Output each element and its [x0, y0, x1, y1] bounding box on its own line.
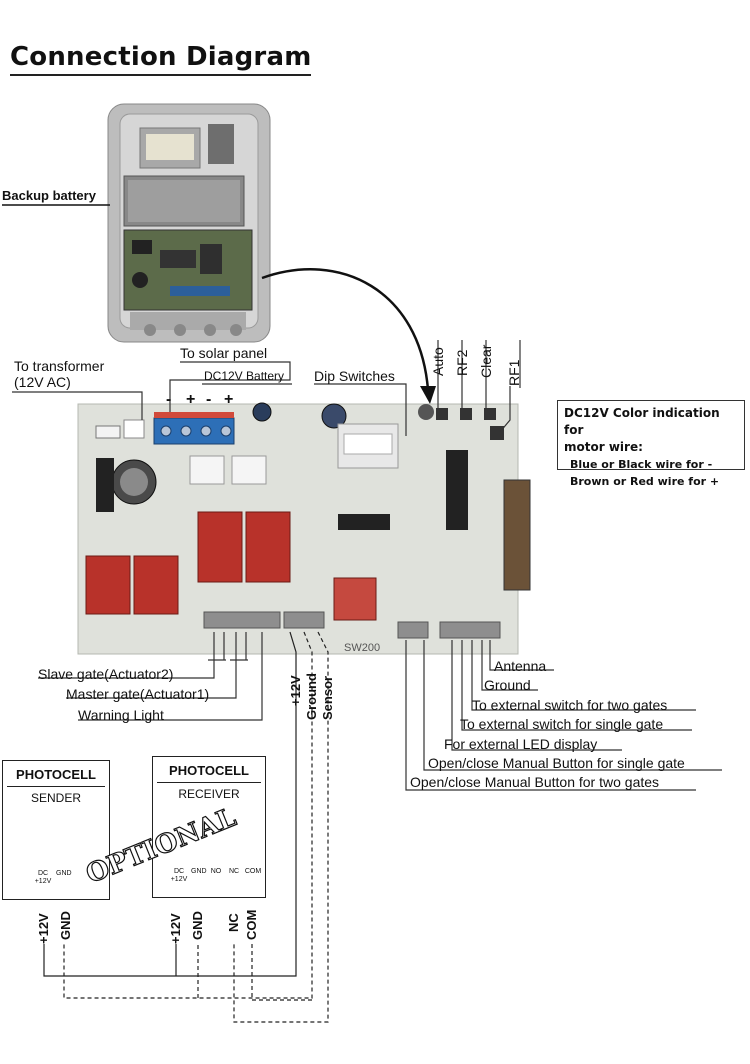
manual-button-two-label: Open/close Manual Button for two gates — [410, 774, 660, 790]
enclosure-photo — [107, 103, 271, 343]
manual-button-single-label: Open/close Manual Button for single gate — [428, 755, 685, 771]
solar-minus-sign: - — [166, 391, 172, 408]
sender-subtitle: SENDER — [7, 786, 105, 805]
transformer-ac-label: (12V AC) — [14, 374, 71, 390]
ext-switch-two-gates-label: To external switch for two gates — [472, 697, 668, 713]
receiver-plus12v-wire-label: +12V — [168, 913, 183, 944]
plus12v-label: +12V — [288, 675, 303, 706]
antenna-label: Antenna — [494, 658, 547, 674]
receiver-gnd-wire-label: GND — [190, 911, 205, 940]
receiver-nc-wire-label: NC — [226, 913, 241, 932]
motor-wire-color-box: DC12V Color indication for motor wire: B… — [557, 400, 745, 488]
ground-terminal-label: Ground — [484, 677, 531, 693]
info-title-line1: DC12V Color indication for — [564, 406, 720, 437]
rf1-label: RF1 — [506, 359, 522, 386]
battery-plus-sign: + — [224, 391, 234, 408]
dip-switches-label: Dip Switches — [314, 368, 395, 384]
info-line-minus: Blue or Black wire for - — [570, 458, 713, 471]
warning-light-label: Warning Light — [78, 707, 164, 723]
sender-gnd-wire-label: GND — [58, 911, 73, 940]
receiver-com-wire-label: COM — [244, 909, 259, 940]
ground-label: Ground — [304, 673, 319, 720]
ext-led-display-label: For external LED display — [444, 736, 598, 752]
rf2-label: RF2 — [454, 349, 470, 376]
pcb-board — [77, 402, 531, 655]
to-transformer-label: To transformer — [14, 358, 105, 374]
sender-plus12v-wire-label: +12V — [36, 913, 51, 944]
receiver-nc-terminal: NC — [228, 868, 240, 875]
to-solar-panel-label: To solar panel — [180, 345, 268, 361]
receiver-gnd-terminal: GND — [191, 868, 207, 875]
auto-label: Auto — [430, 347, 446, 376]
receiver-title: PHOTOCELL — [169, 763, 249, 778]
ext-switch-single-gate-label: To external switch for single gate — [460, 716, 664, 732]
info-title-line2: motor wire: — [564, 440, 643, 454]
clear-label: Clear — [478, 344, 494, 378]
sensor-label: Sensor — [320, 675, 335, 720]
dc12v-battery-label: DC12V Battery — [204, 369, 285, 383]
sender-dc-terminal: DC +12V — [34, 870, 52, 885]
master-gate-label: Master gate(Actuator1) — [66, 686, 210, 702]
slave-gate-label: Slave gate(Actuator2) — [38, 666, 174, 682]
photocell-receiver: PHOTOCELL RECEIVER — [152, 756, 266, 898]
receiver-subtitle: RECEIVER — [157, 782, 261, 801]
receiver-no-terminal: NO — [210, 868, 222, 875]
board-model-label: SW200 — [344, 642, 381, 654]
receiver-dc-terminal: DC +12V — [170, 868, 188, 883]
sender-gnd-terminal: GND — [56, 870, 72, 877]
backup-battery-label: Backup battery — [2, 188, 96, 203]
info-line-plus: Brown or Red wire for + — [570, 475, 720, 488]
receiver-com-terminal: COM — [244, 868, 262, 875]
sender-title: PHOTOCELL — [16, 767, 96, 782]
page-title: Connection Diagram — [10, 42, 312, 76]
photocell-sender: PHOTOCELL SENDER — [2, 760, 110, 900]
battery-minus-sign: - — [206, 391, 212, 408]
solar-plus-sign: + — [186, 391, 196, 408]
